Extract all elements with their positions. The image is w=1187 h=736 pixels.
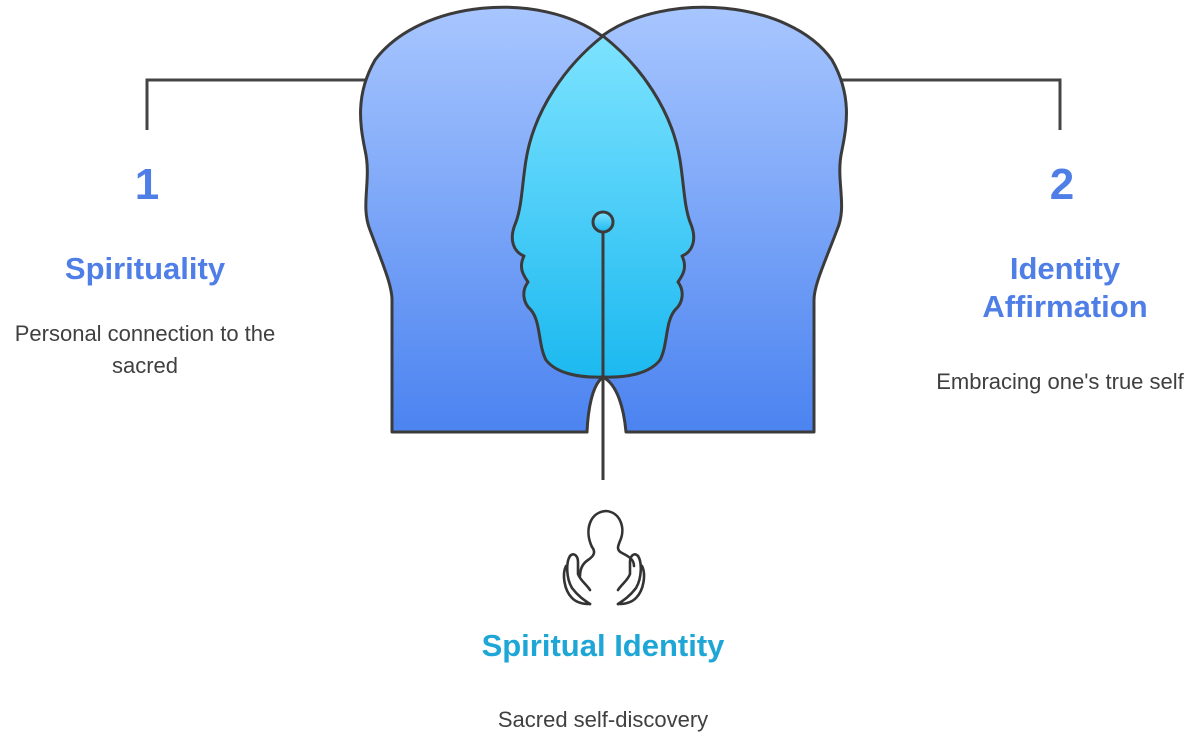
spirituality-title: Spirituality: [64, 251, 226, 286]
spiritual-identity-title: Spiritual Identity: [481, 628, 725, 663]
praying-hands-person-icon: [562, 509, 646, 606]
spiritual-identity-description: Sacred self-discovery: [497, 707, 709, 732]
connector-left: [145, 78, 372, 130]
step-number-2: 2: [1049, 160, 1075, 209]
identity-affirmation-description: Embracing one's true self: [936, 369, 1184, 394]
identity-affirmation-title: Identity Affirmation: [982, 251, 1148, 324]
step-number-1: 1: [134, 160, 160, 209]
spirituality-description: Personal connection to the sacred: [14, 321, 276, 378]
center-node: [591, 210, 615, 234]
connector-right: [826, 78, 1062, 130]
